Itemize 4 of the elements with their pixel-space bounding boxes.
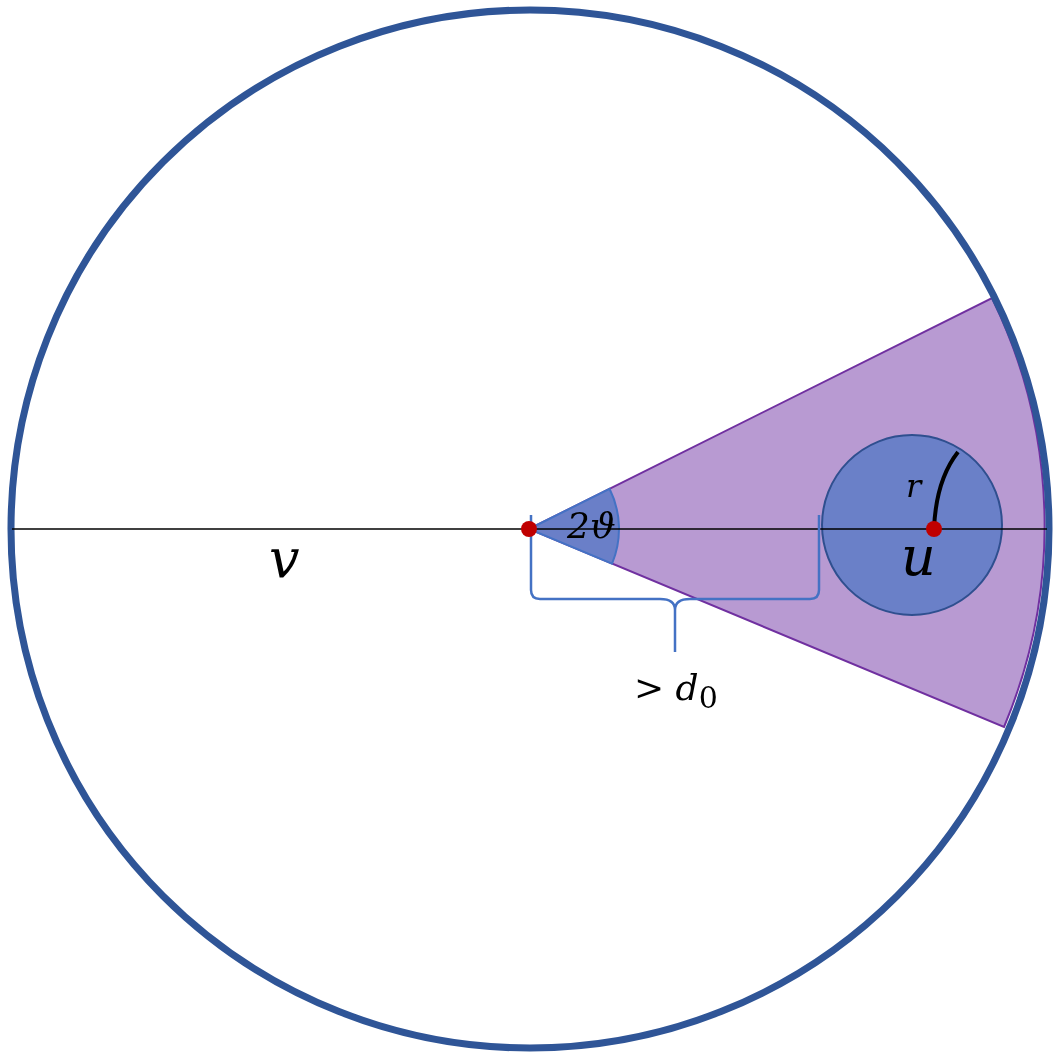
point-label: u bbox=[901, 530, 936, 584]
radius-label: r bbox=[906, 470, 922, 502]
point-label: v bbox=[269, 532, 300, 586]
distance-label: > d$_{0}$ bbox=[634, 670, 718, 714]
